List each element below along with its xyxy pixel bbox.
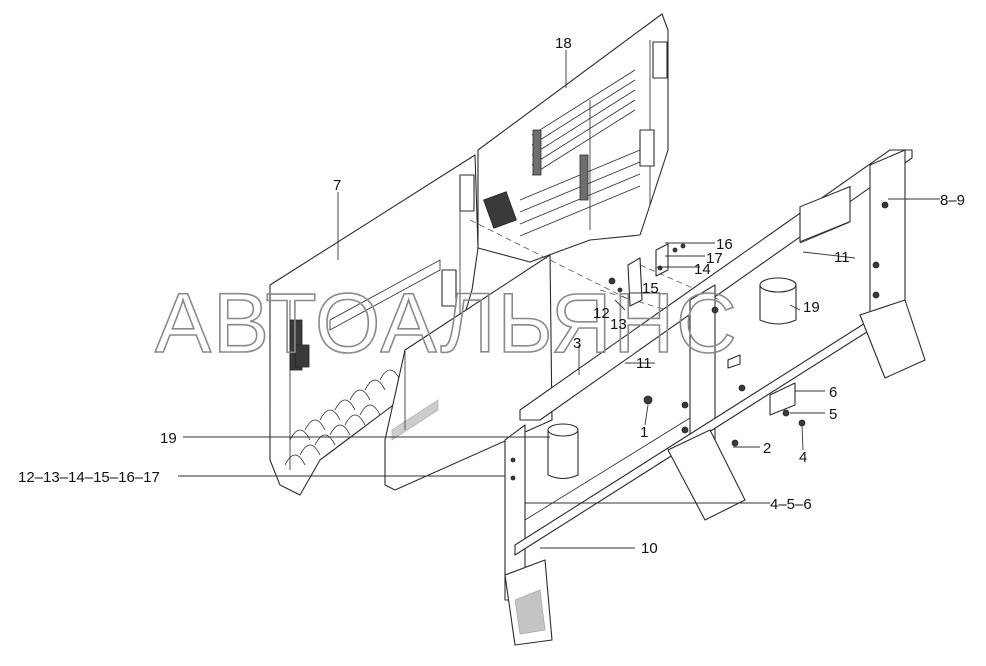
callout-11-upper: 11 bbox=[834, 249, 850, 266]
side-panel-louvres bbox=[284, 369, 401, 466]
callout-7: 7 bbox=[333, 177, 341, 194]
callout-14: 14 bbox=[694, 261, 711, 278]
callout-13: 13 bbox=[610, 316, 627, 333]
callout-19-right: 19 bbox=[803, 299, 820, 316]
pipes-19 bbox=[547, 277, 797, 480]
callout-8-9: 8–9 bbox=[940, 192, 965, 209]
watermark-text: АВТОАЛЬЯНС bbox=[155, 276, 739, 370]
frame-10 bbox=[504, 149, 926, 646]
callout-10: 10 bbox=[641, 540, 658, 557]
side-panel-7 bbox=[269, 154, 479, 496]
frame-bolt-holes bbox=[510, 201, 889, 481]
leader-lines bbox=[178, 50, 940, 549]
callout-3: 3 bbox=[573, 335, 581, 352]
callouts: 18 7 16 17 14 15 12 13 3 11 11 19 19 8–9… bbox=[18, 35, 965, 557]
callout-18: 18 bbox=[555, 35, 572, 52]
upper-panel-18 bbox=[477, 13, 669, 263]
upper-panel-hinges bbox=[483, 41, 668, 229]
upper-panel-louvres bbox=[519, 69, 641, 237]
callout-15: 15 bbox=[642, 280, 659, 297]
callout-1: 1 bbox=[640, 424, 648, 441]
callout-17: 17 bbox=[706, 250, 723, 267]
callout-6: 6 bbox=[829, 384, 837, 401]
callout-16: 16 bbox=[716, 236, 733, 253]
callout-4-5-6: 4–5–6 bbox=[770, 496, 812, 513]
callout-2: 2 bbox=[763, 440, 771, 457]
callout-12-17: 12–13–14–15–16–17 bbox=[18, 469, 160, 486]
callout-11-lower: 11 bbox=[636, 355, 652, 372]
callout-5: 5 bbox=[829, 406, 837, 423]
callout-12: 12 bbox=[593, 305, 610, 322]
brackets-14-16 bbox=[608, 243, 686, 307]
callout-4: 4 bbox=[799, 449, 807, 466]
panel-block-11 bbox=[384, 254, 553, 491]
callout-19-left: 19 bbox=[160, 430, 177, 447]
side-panel-hinges bbox=[289, 174, 475, 371]
